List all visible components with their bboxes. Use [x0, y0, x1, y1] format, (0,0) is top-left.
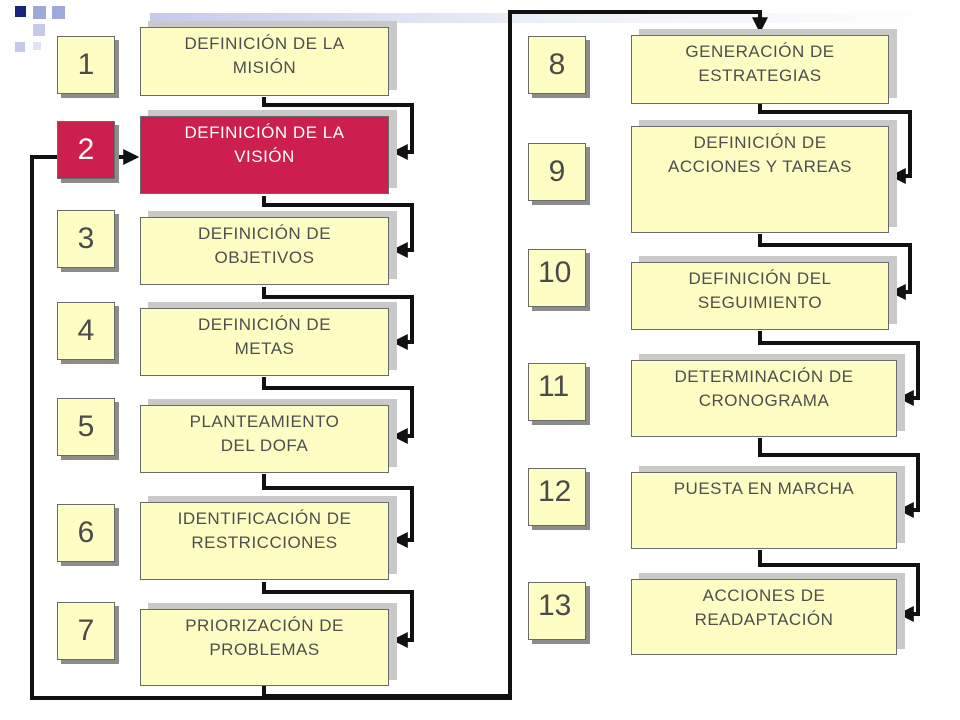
connector-8-9 [758, 104, 912, 184]
step-number-4: 4 [57, 302, 115, 360]
step-label-3: DEFINICIÓN DE OBJETIVOS [197, 224, 332, 267]
connector-4-5 [262, 377, 414, 444]
step-label-8: GENERACIÓN DE ESTRATEGIAS [685, 42, 835, 85]
corner-square-light [52, 6, 65, 19]
step-number-6: 6 [57, 504, 115, 562]
corner-square-light [33, 42, 41, 50]
corner-square-light [33, 6, 46, 19]
connector-11-12 [758, 438, 920, 518]
step-number-1: 1 [57, 36, 115, 94]
step-label-10: DEFINICIÓN DEL SEGUIMIENTO [688, 269, 832, 312]
step-box-7: PRIORIZACIÓN DE PROBLEMAS [140, 609, 389, 686]
connector-9-10 [758, 234, 912, 300]
step-box-11: DETERMINACIÓN DE CRONOGRAMA [631, 360, 897, 437]
step-box-2: DEFINICIÓN DE LA VISIÓN [140, 116, 389, 194]
step-box-6: IDENTIFICACIÓN DE RESTRICCIONES [140, 502, 389, 580]
connector-7-8 [262, 10, 768, 698]
corner-square-light [33, 24, 45, 36]
step-box-10: DEFINICIÓN DEL SEGUIMIENTO [631, 262, 889, 330]
step-box-3: DEFINICIÓN DE OBJETIVOS [140, 217, 389, 285]
step-number-13: 13 [528, 582, 586, 640]
step-label-9: DEFINICIÓN DE ACCIONES Y TAREAS [668, 133, 852, 176]
step-label-1: DEFINICIÓN DE LA MISIÓN [184, 34, 345, 77]
step-box-5: PLANTEAMIENTO DEL DOFA [140, 405, 389, 473]
step-number-12: 12 [528, 468, 586, 526]
step-label-11: DETERMINACIÓN DE CRONOGRAMA [674, 367, 854, 410]
step-label-6: IDENTIFICACIÓN DE RESTRICCIONES [177, 509, 352, 552]
connector-1-2 [262, 97, 414, 160]
step-box-4: DEFINICIÓN DE METAS [140, 308, 389, 376]
step-number-8: 8 [528, 36, 586, 94]
connector-6-7 [262, 582, 414, 648]
step-number-7: 7 [57, 602, 115, 660]
step-label-4: DEFINICIÓN DE METAS [197, 315, 332, 358]
step-label-5: PLANTEAMIENTO DEL DOFA [189, 412, 340, 455]
step-label-2: DEFINICIÓN DE LA VISIÓN [184, 123, 345, 166]
connector-2-3 [262, 196, 414, 258]
step-number-5: 5 [57, 398, 115, 456]
corner-square-dark [15, 6, 26, 17]
step-label-13: ACCIONES DE READAPTACIÓN [694, 586, 834, 629]
step-number-3: 3 [57, 210, 115, 268]
connector-10-11 [758, 331, 920, 406]
step-number-9: 9 [528, 143, 586, 201]
step-box-1: DEFINICIÓN DE LA MISIÓN [140, 27, 389, 96]
step-box-8: GENERACIÓN DE ESTRATEGIAS [631, 35, 889, 104]
step-number-2: 2 [57, 121, 115, 179]
connector-12-13 [758, 550, 920, 622]
step-number-11: 11 [528, 363, 586, 421]
top-rule [150, 13, 950, 23]
step-label-12: PUESTA EN MARCHA [673, 479, 855, 498]
step-box-12: PUESTA EN MARCHA [631, 472, 897, 549]
step-box-13: ACCIONES DE READAPTACIÓN [631, 579, 897, 655]
step-label-7: PRIORIZACIÓN DE PROBLEMAS [185, 616, 344, 659]
connector-3-4 [262, 287, 414, 350]
connector-5-6 [262, 474, 414, 548]
step-box-9: DEFINICIÓN DE ACCIONES Y TAREAS [631, 126, 889, 233]
corner-square-light [15, 42, 25, 52]
step-number-10: 10 [528, 249, 586, 307]
